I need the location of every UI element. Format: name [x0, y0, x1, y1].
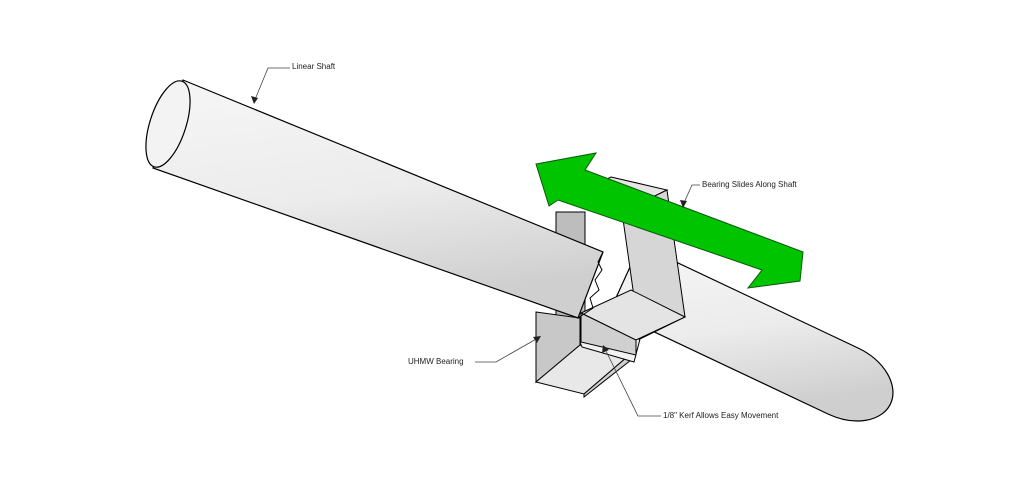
- leader-kerf: [602, 345, 661, 417]
- label-kerf: 1/8" Kerf Allows Easy Movement: [663, 411, 779, 420]
- label-bearing-slides: Bearing Slides Along Shaft: [702, 180, 797, 189]
- label-linear-shaft: Linear Shaft: [292, 62, 336, 71]
- leader-uhmw-bearing: [475, 336, 541, 363]
- linear-shaft-front: [145, 79, 604, 319]
- movement-arrow: [535, 152, 804, 289]
- leader-bearing-slides: [680, 184, 700, 208]
- leader-linear-shaft: [251, 67, 290, 104]
- label-uhmw-bearing: UHMW Bearing: [408, 357, 464, 366]
